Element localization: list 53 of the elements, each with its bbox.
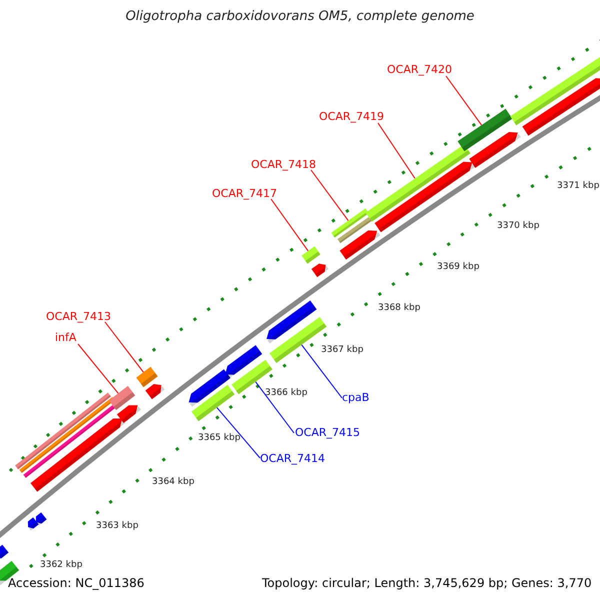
gene-feature	[340, 230, 380, 260]
map-title: Oligotropha carboxidovorans OM5, complete genome	[124, 9, 476, 25]
scale-label: 3365 kbp	[198, 433, 240, 444]
leader-line	[270, 198, 309, 252]
scale-label: 3371 kbp	[557, 181, 600, 192]
gene-feature	[0, 544, 9, 562]
gene-label: OCAR_7418	[251, 158, 316, 172]
gene-label: OCAR_7414	[260, 452, 326, 466]
gene-feature	[116, 405, 142, 424]
scale-label: 3364 kbp	[152, 477, 194, 488]
gene-label: OCAR_7419	[319, 110, 384, 124]
gene-feature	[311, 264, 329, 278]
gene-block	[136, 366, 158, 388]
genome-info-text: Topology: circular; Length: 3,745,629 bp; Genes: 3,770	[262, 576, 592, 590]
scale-label: 3366 kbp	[265, 388, 308, 399]
leader-line	[104, 322, 144, 373]
leader-line	[301, 344, 342, 398]
gene-feature	[225, 345, 262, 379]
gene-feature	[374, 162, 476, 232]
leader-line	[216, 407, 260, 458]
gene-block	[191, 384, 235, 422]
scale-label: 3368 kbp	[378, 303, 420, 314]
gene-feature	[522, 78, 600, 136]
scale-label: 3367 kbp	[321, 345, 364, 356]
gene-feature	[188, 369, 231, 407]
accession-text: Accession: NC_011386	[8, 576, 144, 590]
gene-feature	[28, 517, 39, 531]
gene-block	[366, 144, 470, 222]
gene-block	[458, 108, 512, 152]
leader-line	[446, 76, 482, 126]
gene-block	[510, 54, 600, 126]
gene-label: OCAR_7420	[387, 63, 452, 76]
scale-label: 3362 kbp	[40, 560, 82, 571]
gene-label: infA	[55, 331, 76, 344]
scale-label: 3369 kbp	[437, 262, 480, 273]
gene-feature	[266, 300, 317, 344]
gene-feature	[36, 512, 47, 526]
leader-line	[255, 381, 294, 434]
gene-feature	[469, 132, 521, 168]
leader-line	[78, 344, 119, 394]
gene-label: OCAR_7413	[46, 310, 112, 324]
gene-label: cpaB	[342, 391, 370, 404]
gene-block	[108, 386, 136, 410]
leader-line	[378, 122, 416, 179]
gene-feature	[145, 384, 165, 400]
gene-block	[302, 246, 320, 264]
scale-label: 3370 kbp	[497, 221, 540, 232]
gene-label: OCAR_7417	[212, 187, 278, 200]
leader-line	[310, 170, 349, 222]
scale-label: 3363 kbp	[96, 521, 138, 532]
gene-block	[331, 208, 369, 238]
gene-label: OCAR_7415	[295, 426, 360, 440]
gene-feature	[30, 418, 126, 492]
